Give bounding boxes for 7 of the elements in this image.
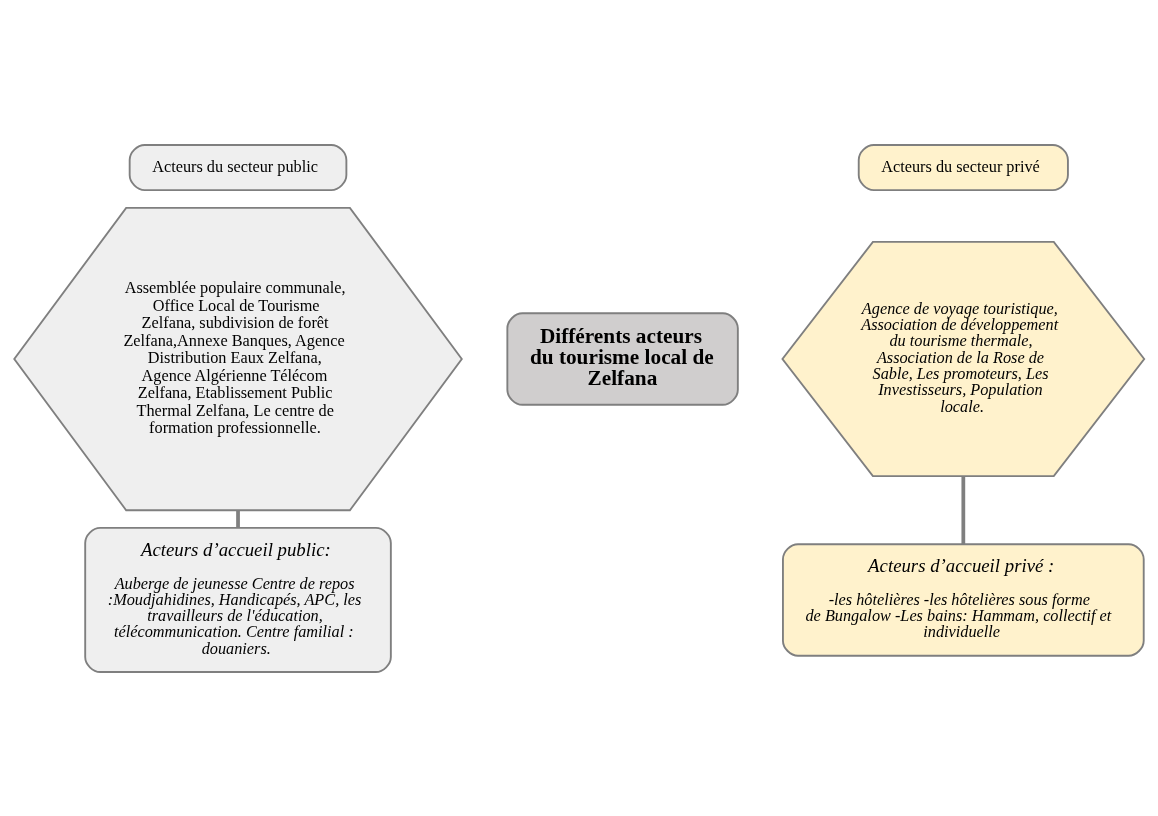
node-box: Acteurs du secteur public (128, 143, 348, 191)
node-box: Acteurs du secteur privé (857, 143, 1069, 191)
connector (961, 475, 966, 544)
node-box: Acteurs d’accueil privé : -les hôtelières -les hôtelières sous forme de Bungalow -Les bains: Hammam, collectif et individuelle (782, 542, 1145, 657)
node-box: Différents acteurs du tourisme local de Zelfana (506, 311, 739, 406)
connector (236, 509, 240, 528)
node-box: Acteurs d’accueil public: Auberge de jeunesse Centre de repos :Moudjahidines, Handicapés, APC, les travailleurs de l'éducation, télécommunication. Centre familial : douaniers. (84, 526, 392, 673)
